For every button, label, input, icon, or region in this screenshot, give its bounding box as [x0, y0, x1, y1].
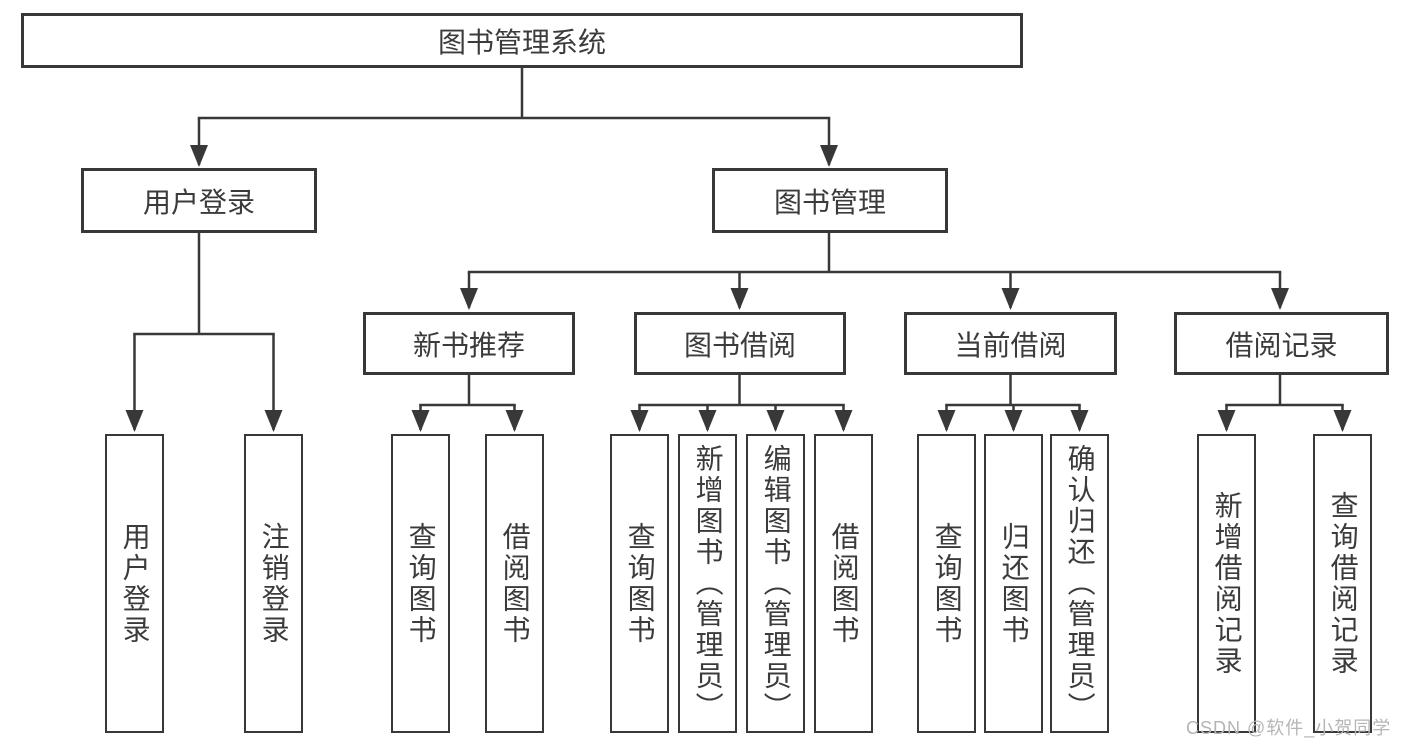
node-label: 图书管理 — [773, 186, 886, 218]
leaf-query-borrow-record: 查询借阅记录 — [1313, 434, 1372, 733]
leaf-query-books-current: 查询图书 — [917, 434, 976, 733]
node-label: 图书借阅 — [683, 329, 796, 361]
leaf-add-borrow-record: 新增借阅记录 — [1197, 434, 1256, 733]
node-label: 查询借阅记录 — [1327, 490, 1359, 677]
leaf-return-book: 归还图书 — [984, 434, 1043, 733]
leaf-logout: 注销登录 — [244, 434, 303, 733]
node-label: 图书管理系统 — [437, 26, 606, 58]
node-label: 查询图书 — [931, 521, 963, 646]
leaf-user-login: 用户登录 — [105, 434, 164, 733]
node-new-book-recommendation: 新书推荐 — [363, 312, 575, 375]
leaf-borrow-books-borrowing: 借阅图书 — [814, 434, 873, 733]
node-label: 借阅记录 — [1225, 329, 1338, 361]
node-borrowing-records: 借阅记录 — [1174, 312, 1389, 375]
node-label: 注销登录 — [258, 521, 290, 646]
leaf-confirm-return-admin: 确认归还（管理员） — [1050, 434, 1109, 733]
leaf-borrow-books-recommend: 借阅图书 — [485, 434, 544, 733]
node-label: 当前借阅 — [954, 329, 1067, 361]
node-current-borrowing: 当前借阅 — [904, 312, 1117, 375]
node-user-login: 用户登录 — [81, 168, 317, 233]
leaf-add-book-admin: 新增图书（管理员） — [678, 434, 737, 733]
node-label: 编辑图书（管理员） — [760, 444, 792, 723]
node-book-borrowing: 图书借阅 — [634, 312, 846, 375]
node-label: 用户登录 — [142, 186, 255, 218]
node-label: 借阅图书 — [828, 521, 860, 646]
node-label: 查询图书 — [405, 521, 437, 646]
leaf-query-books-recommend: 查询图书 — [391, 434, 450, 733]
leaf-query-books-borrowing: 查询图书 — [610, 434, 669, 733]
node-label: 归还图书 — [998, 521, 1030, 646]
watermark-text: CSDN @软件_小贺同学 — [1186, 718, 1392, 738]
node-label: 用户登录 — [119, 521, 151, 646]
node-label: 新增图书（管理员） — [692, 444, 724, 723]
node-label: 新增借阅记录 — [1211, 490, 1243, 677]
node-label: 确认归还（管理员） — [1064, 444, 1096, 723]
node-library-management-system: 图书管理系统 — [21, 13, 1023, 68]
node-label: 借阅图书 — [499, 521, 531, 646]
node-label: 查询图书 — [624, 521, 656, 646]
leaf-edit-book-admin: 编辑图书（管理员） — [746, 434, 805, 733]
node-book-management: 图书管理 — [712, 168, 948, 233]
node-label: 新书推荐 — [412, 329, 525, 361]
